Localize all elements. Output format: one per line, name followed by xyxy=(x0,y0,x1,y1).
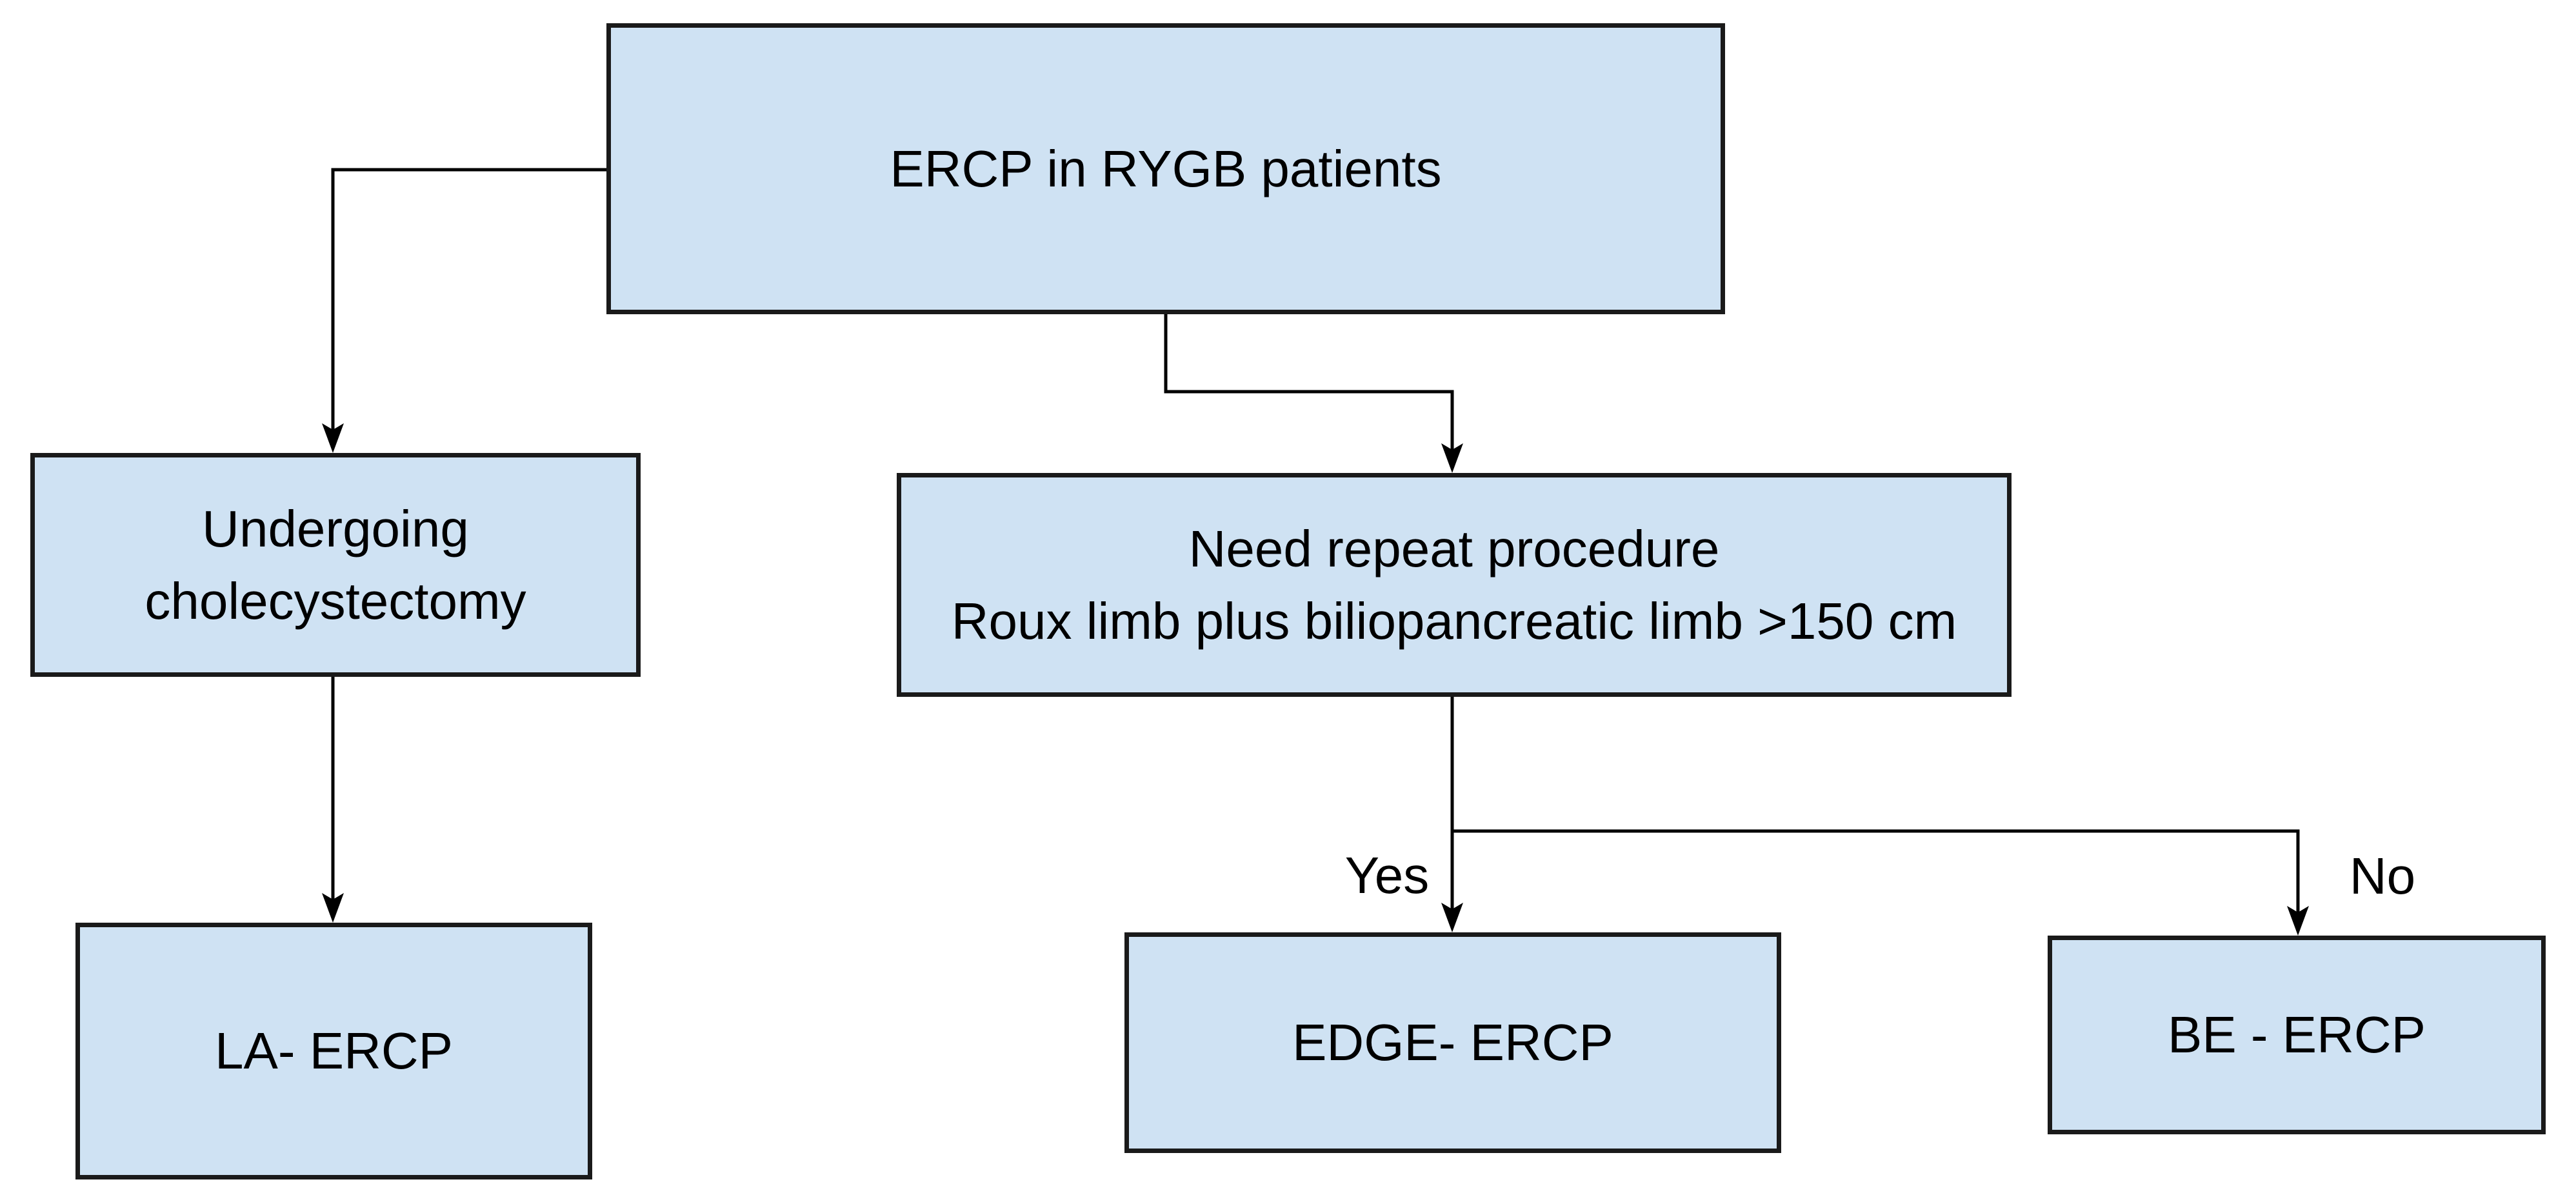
arrowhead-cholecystectomy xyxy=(322,423,344,453)
node-edge-ercp: EDGE- ERCP xyxy=(1124,932,1781,1153)
arrowhead-la xyxy=(322,893,344,923)
node-be-ercp: BE - ERCP xyxy=(2048,936,2546,1134)
node-la-ercp: LA- ERCP xyxy=(75,923,592,1179)
connector-repeat-to-be xyxy=(1452,829,2300,914)
node-need-repeat-procedure: Need repeat procedure Roux limb plus bil… xyxy=(897,473,2012,697)
node-root: ERCP in RYGB patients xyxy=(606,23,1725,314)
arrowhead-edge xyxy=(1441,903,1463,932)
connector-root-to-cholecystectomy xyxy=(331,168,606,431)
node-undergoing-cholecystectomy: Undergoing cholecystectomy xyxy=(30,453,641,677)
branch-label-no: No xyxy=(2349,847,2416,905)
arrowhead-be xyxy=(2287,906,2309,936)
connector-root-to-repeat xyxy=(1164,314,1454,451)
branch-label-yes: Yes xyxy=(1344,847,1430,904)
arrowhead-repeat xyxy=(1441,443,1463,473)
